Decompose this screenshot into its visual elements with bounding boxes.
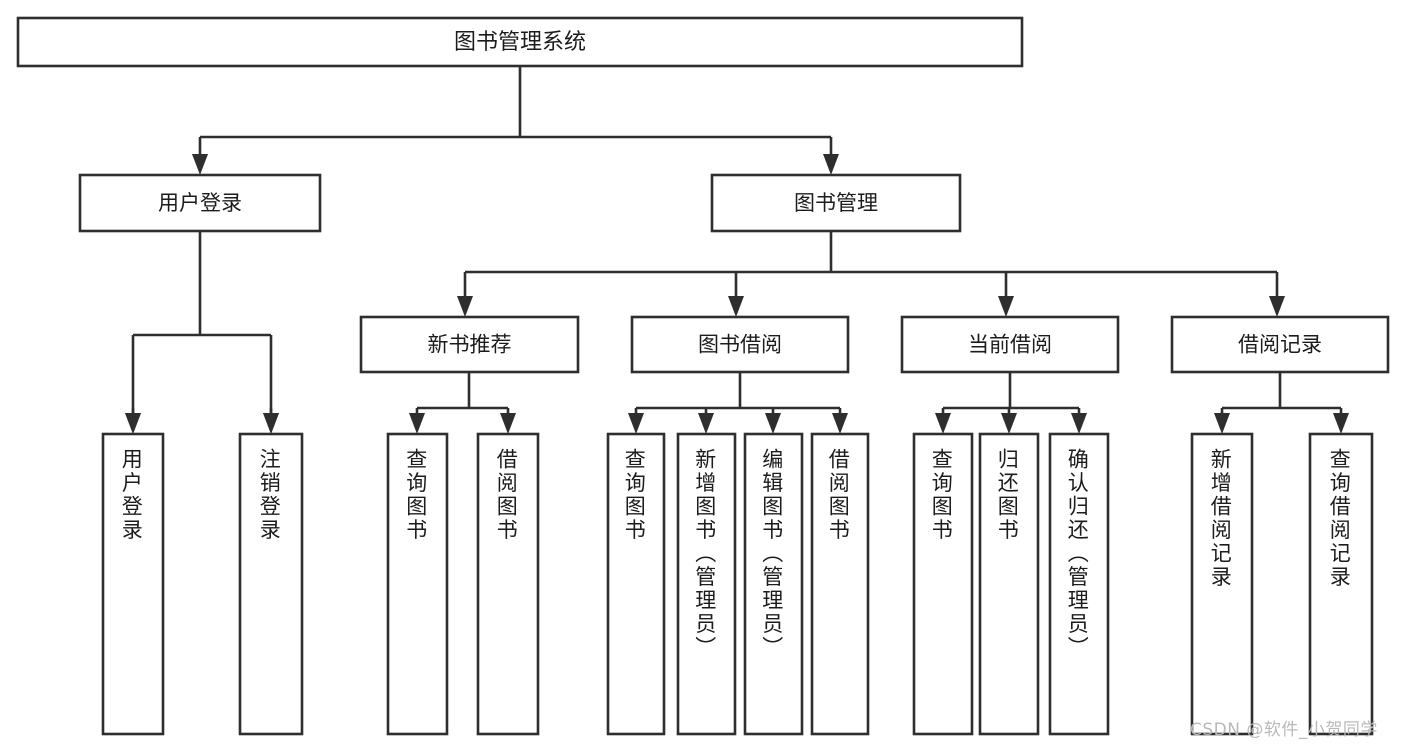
leaf-box-leaf-user-login[interactable] xyxy=(101,432,165,736)
arrow-head-icon xyxy=(935,413,951,434)
arrow-head-icon xyxy=(628,413,644,434)
arrow-head-icon xyxy=(409,413,425,434)
node-label-book-borrow: 图书借阅 xyxy=(698,333,782,357)
leaf-box-leaf-query-record[interactable] xyxy=(1308,432,1374,736)
arrow-head-icon xyxy=(728,296,744,317)
leaf-box-leaf-confirm-return[interactable] xyxy=(1048,432,1110,736)
arrow-head-icon xyxy=(832,413,848,434)
leaf-box-leaf-return-book[interactable] xyxy=(978,432,1040,736)
arrow-head-icon xyxy=(457,296,473,317)
leaf-box-leaf-query-book-2[interactable] xyxy=(606,432,666,736)
arrow-head-icon xyxy=(998,296,1014,317)
leaf-box-leaf-edit-book[interactable] xyxy=(743,432,804,736)
arrow-head-icon xyxy=(1214,413,1230,434)
arrow-head-icon xyxy=(500,413,516,434)
node-label-new-book-recommend: 新书推荐 xyxy=(428,333,512,357)
node-box-current-borrow[interactable] xyxy=(900,315,1120,374)
node-box-new-book-recommend[interactable] xyxy=(359,315,580,374)
leaf-box-leaf-borrow-book-1[interactable] xyxy=(476,432,540,736)
leaf-box-leaf-add-book[interactable] xyxy=(676,432,737,736)
leaf-box-leaf-add-record[interactable] xyxy=(1190,432,1254,736)
arrow-head-icon xyxy=(823,154,839,175)
arrow-head-icon xyxy=(1269,296,1285,317)
node-box-borrow-record[interactable] xyxy=(1170,315,1390,374)
arrow-head-icon xyxy=(1071,413,1087,434)
node-box-book-borrow[interactable] xyxy=(630,315,850,374)
leaf-box-leaf-user-logout[interactable] xyxy=(238,432,304,736)
arrow-head-icon xyxy=(698,413,714,434)
leaf-box-leaf-query-book-3[interactable] xyxy=(912,432,974,736)
watermark: CSDN @软件_小贺同学 xyxy=(1190,720,1378,740)
arrow-head-icon xyxy=(765,413,781,434)
arrow-head-icon xyxy=(125,413,141,434)
arrow-head-icon xyxy=(1001,413,1017,434)
node-label-root: 图书管理系统 xyxy=(454,30,586,55)
arrow-head-icon xyxy=(263,413,279,434)
node-label-user-login: 用户登录 xyxy=(158,191,242,215)
node-label-borrow-record: 借阅记录 xyxy=(1238,333,1322,357)
node-label-current-borrow: 当前借阅 xyxy=(968,333,1052,357)
node-box-root[interactable] xyxy=(16,16,1024,68)
leaf-box-leaf-borrow-book-2[interactable] xyxy=(810,432,870,736)
node-label-book-manage: 图书管理 xyxy=(794,191,878,215)
arrow-head-icon xyxy=(1333,413,1349,434)
node-box-book-manage[interactable] xyxy=(710,173,962,233)
arrow-head-icon xyxy=(192,154,208,175)
leaf-box-leaf-query-book-1[interactable] xyxy=(386,432,449,736)
